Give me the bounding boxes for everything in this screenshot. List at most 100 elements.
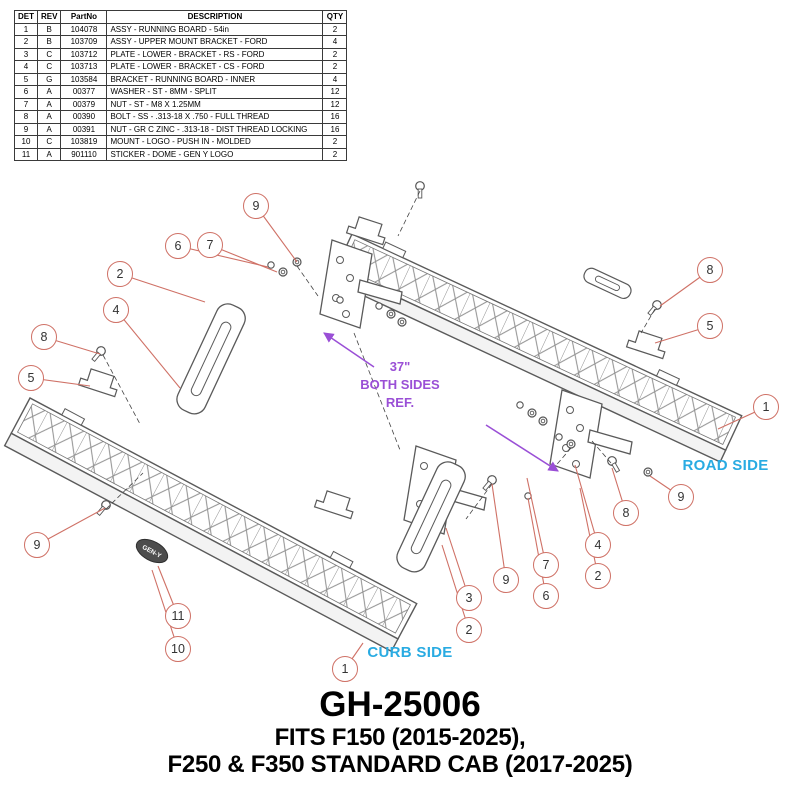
cell-det: 9 <box>14 122 38 136</box>
callout-3: 3 <box>456 585 482 611</box>
table-row: 8 A 00390 BOLT - SS - .313-18 X .750 - F… <box>14 110 348 124</box>
cell-qty: 2 <box>322 147 348 161</box>
cell-det: 6 <box>14 85 38 99</box>
cell-description: ASSY - UPPER MOUNT BRACKET - FORD <box>106 35 324 49</box>
cell-rev: A <box>36 85 62 99</box>
dimension-text: BOTH SIDES <box>360 377 440 392</box>
cell-description: BRACKET - RUNNING BOARD - INNER <box>106 72 324 86</box>
cell-description: WASHER - ST - 8MM - SPLIT <box>106 85 324 99</box>
table-row: 10 C 103819 MOUNT - LOGO - PUSH IN - MOL… <box>14 135 348 149</box>
callout-2: 2 <box>107 261 133 287</box>
callout-9: 9 <box>668 484 694 510</box>
cell-rev: C <box>36 135 62 149</box>
cell-description: ASSY - RUNNING BOARD - 54in <box>106 22 324 36</box>
callout-8: 8 <box>613 500 639 526</box>
cell-rev: A <box>36 147 62 161</box>
cell-det: 7 <box>14 97 38 111</box>
cell-rev: A <box>36 122 62 136</box>
table-row: 3 C 103712 PLATE - LOWER - BRACKET - RS … <box>14 47 348 61</box>
assembly-axis-lines <box>102 190 656 520</box>
cell-description: NUT - ST - M8 X 1.25MM <box>106 97 324 111</box>
cell-qty: 2 <box>322 135 348 149</box>
cell-det: 11 <box>14 147 38 161</box>
callout-2: 2 <box>585 563 611 589</box>
cell-partno: 103819 <box>60 135 108 149</box>
callout-6: 6 <box>165 233 191 259</box>
callout-5: 5 <box>697 313 723 339</box>
cell-description: MOUNT - LOGO - PUSH IN - MOLDED <box>106 135 324 149</box>
parts-table-header-row: DET REV PartNo DESCRIPTION QTY <box>14 10 348 24</box>
cell-qty: 4 <box>322 35 348 49</box>
table-row: 11 A 901110 STICKER - DOME - GEN Y LOGO … <box>14 147 348 161</box>
cell-det: 2 <box>14 35 38 49</box>
table-row: 1 B 104078 ASSY - RUNNING BOARD - 54in 2 <box>14 22 348 36</box>
cell-rev: C <box>36 60 62 74</box>
col-header-description: DESCRIPTION <box>106 10 324 24</box>
cell-partno: 103712 <box>60 47 108 61</box>
cell-qty: 16 <box>322 110 348 124</box>
dimension-ref: REF. <box>385 395 415 410</box>
callout-2: 2 <box>456 617 482 643</box>
lower-bracket-plates <box>172 267 632 577</box>
cell-partno: 00379 <box>60 97 108 111</box>
part-number-title: GH-25006 <box>319 685 481 724</box>
callout-4: 4 <box>103 297 129 323</box>
cell-det: 8 <box>14 110 38 124</box>
table-row: 2 B 103709 ASSY - UPPER MOUNT BRACKET - … <box>14 35 348 49</box>
col-header-qty: QTY <box>322 10 348 24</box>
cell-rev: B <box>36 22 62 36</box>
table-row: 7 A 00379 NUT - ST - M8 X 1.25MM 12 <box>14 97 348 111</box>
cell-det: 10 <box>14 135 38 149</box>
cell-rev: A <box>36 110 62 124</box>
cell-partno: 103713 <box>60 60 108 74</box>
callout-7: 7 <box>197 232 223 258</box>
cell-rev: A <box>36 97 62 111</box>
cell-description: NUT - GR C ZINC - .313-18 - DIST THREAD … <box>106 122 324 136</box>
callout-7: 7 <box>533 552 559 578</box>
cell-partno: 103709 <box>60 35 108 49</box>
cell-qty: 12 <box>322 85 348 99</box>
curb-side-label: CURB SIDE <box>367 644 453 661</box>
cell-qty: 4 <box>322 72 348 86</box>
col-header-det: DET <box>14 10 38 24</box>
table-row: 6 A 00377 WASHER - ST - 8MM - SPLIT 12 <box>14 85 348 99</box>
cell-partno: 901110 <box>60 147 108 161</box>
cell-partno: 104078 <box>60 22 108 36</box>
cell-rev: B <box>36 35 62 49</box>
cell-det: 1 <box>14 22 38 36</box>
col-header-rev: REV <box>36 10 62 24</box>
cell-description: PLATE - LOWER - BRACKET - RS - FORD <box>106 47 324 61</box>
table-row: 5 G 103584 BRACKET - RUNNING BOARD - INN… <box>14 72 348 86</box>
cell-partno: 103584 <box>60 72 108 86</box>
title-block: GH-25006 FITS F150 (2015-2025), F250 & F… <box>0 685 800 779</box>
callout-4: 4 <box>585 532 611 558</box>
cell-qty: 2 <box>322 47 348 61</box>
callout-9: 9 <box>243 193 269 219</box>
callout-11: 11 <box>165 603 191 629</box>
col-header-partno: PartNo <box>60 10 108 24</box>
running-board-curb-side <box>3 397 418 653</box>
cell-description: STICKER - DOME - GEN Y LOGO <box>106 147 324 161</box>
callout-8: 8 <box>697 257 723 283</box>
cell-description: BOLT - SS - .313-18 X .750 - FULL THREAD <box>106 110 324 124</box>
callout-9: 9 <box>493 567 519 593</box>
dimension-note: 37" BOTH SIDES REF. <box>340 358 460 412</box>
cell-qty: 16 <box>322 122 348 136</box>
running-board-road-side <box>329 233 743 463</box>
dimension-arrows <box>323 332 559 472</box>
parts-table: DET REV PartNo DESCRIPTION QTY 1 B 10407… <box>14 10 348 161</box>
table-row: 4 C 103713 PLATE - LOWER - BRACKET - CS … <box>14 60 348 74</box>
cell-qty: 2 <box>322 60 348 74</box>
callout-6: 6 <box>533 583 559 609</box>
callout-9: 9 <box>24 532 50 558</box>
cell-qty: 12 <box>322 97 348 111</box>
cell-partno: 00390 <box>60 110 108 124</box>
dimension-value: 37" <box>389 359 411 374</box>
cell-det: 4 <box>14 60 38 74</box>
callout-5: 5 <box>18 365 44 391</box>
cell-partno: 00391 <box>60 122 108 136</box>
cell-det: 3 <box>14 47 38 61</box>
cell-det: 5 <box>14 72 38 86</box>
